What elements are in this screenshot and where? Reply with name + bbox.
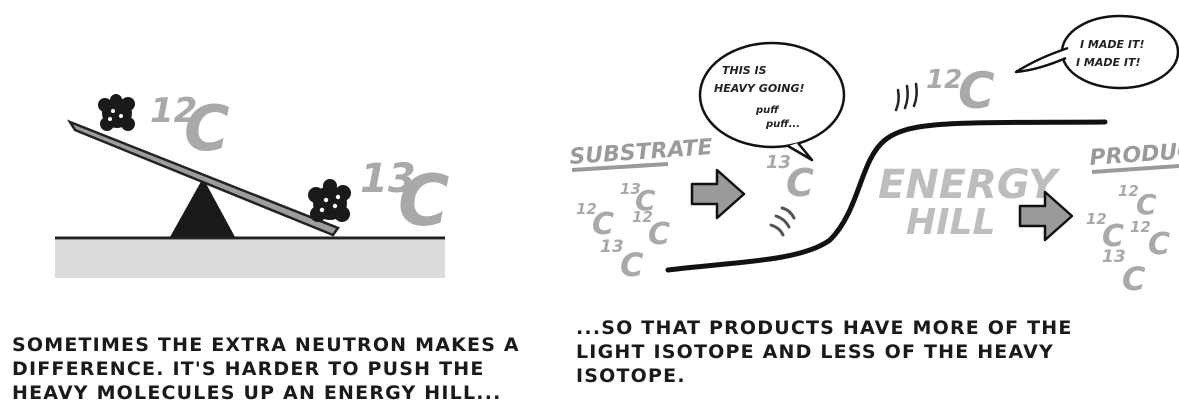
caption-left: SOMETIMES THE EXTRA NEUTRON MAKES A DIFF… bbox=[12, 333, 532, 405]
product-isotope-letter: C bbox=[1136, 188, 1157, 221]
climber-light-letter: C bbox=[958, 62, 995, 120]
speed-line bbox=[905, 86, 908, 108]
effort-mark bbox=[776, 216, 789, 227]
puff-text-2: puff... bbox=[765, 119, 800, 130]
heavy-molecule-icon bbox=[308, 179, 351, 222]
light-molecule-icon bbox=[98, 94, 135, 131]
puff-text-1: puff bbox=[755, 105, 780, 116]
seesaw-illustration: 12 C 13 C bbox=[0, 0, 540, 300]
climber-heavy-letter: C bbox=[786, 161, 814, 205]
climber-light-sup: 12 bbox=[926, 65, 962, 95]
substrate-isotope-letter: C bbox=[620, 246, 644, 284]
energy-hill-panel: SUBSTRATE 13 C 12 C 12 C 13 C 13 C THIS … bbox=[540, 0, 1179, 408]
isotope-light-letter: C bbox=[184, 92, 230, 165]
arrow-right-icon bbox=[692, 170, 744, 218]
speech-bubble-heavy: THIS IS HEAVY GOING! puff puff... bbox=[700, 43, 844, 160]
product-isotope-letter: C bbox=[1148, 227, 1170, 262]
speech-bubble-light: I MADE IT! I MADE IT! bbox=[1016, 16, 1178, 88]
effort-mark bbox=[782, 208, 794, 218]
caption-right: ...SO THAT PRODUCTS HAVE MORE OF THE LIG… bbox=[576, 316, 1136, 388]
product-isotope-letter: C bbox=[1122, 260, 1146, 298]
speech-light-line2: I MADE IT! bbox=[1076, 56, 1140, 69]
speed-line bbox=[914, 84, 917, 106]
speech-heavy-line2: HEAVY GOING! bbox=[714, 82, 805, 95]
energy-hill-label-2: HILL bbox=[906, 202, 995, 243]
speech-heavy-line1: THIS IS bbox=[722, 64, 767, 77]
speech-light-line1: I MADE IT! bbox=[1080, 38, 1144, 51]
ground-shadow bbox=[55, 240, 445, 278]
seesaw-panel: 12 C 13 C SOMETIMES THE EXTRA NEUTRON MA… bbox=[0, 0, 540, 408]
isotope-heavy-letter: C bbox=[398, 160, 449, 242]
substrate-isotope-letter: C bbox=[648, 217, 670, 252]
speed-line bbox=[896, 90, 899, 110]
effort-mark bbox=[771, 225, 783, 235]
energy-hill-illustration: SUBSTRATE 13 C 12 C 12 C 13 C 13 C THIS … bbox=[540, 0, 1179, 310]
